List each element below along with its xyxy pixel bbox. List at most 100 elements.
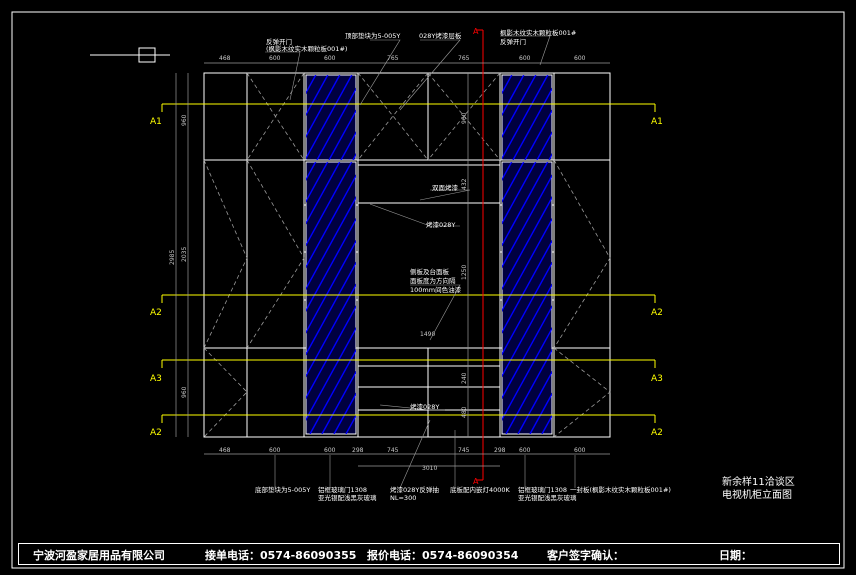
hatch-line bbox=[597, 75, 644, 160]
glass-panels bbox=[34, 74, 856, 435]
hatch-line bbox=[306, 305, 356, 400]
section-label-a1: A1 bbox=[150, 117, 162, 127]
leader bbox=[419, 189, 471, 201]
section-label-a3: A3 bbox=[150, 374, 162, 384]
cabinet-outline bbox=[203, 72, 611, 438]
date-field: 日期： bbox=[719, 549, 752, 562]
top-dim-label: 600 bbox=[324, 55, 336, 62]
section-label-a2-lower: A2 bbox=[150, 428, 162, 438]
bottom-dim-label: 600 bbox=[269, 447, 281, 454]
dim-label: 240 bbox=[461, 372, 468, 384]
section-cut-label-bottom: A bbox=[473, 477, 479, 486]
hatch-line bbox=[306, 162, 329, 203]
door-swing bbox=[203, 347, 248, 438]
bottom-dim-label: 745 bbox=[458, 447, 470, 454]
hatch-line bbox=[502, 305, 552, 400]
hatch-line bbox=[622, 162, 772, 434]
section-label-a3: A3 bbox=[651, 374, 663, 384]
hatch-line bbox=[614, 162, 764, 434]
note-glass-door-r1: 铝框玻璃门1308 bbox=[518, 485, 567, 494]
hatch-line bbox=[309, 348, 356, 434]
top-dim-label: 600 bbox=[519, 55, 531, 62]
hatch-line bbox=[413, 75, 460, 160]
hatch-line bbox=[352, 153, 356, 160]
hatch-line bbox=[429, 75, 476, 160]
drawing-title-line1: 新余样11洽谈区 bbox=[722, 477, 795, 488]
annotations: 反弹开门 (枫影木纹实木颗粒板001#) 顶部垫块为5-005Y 028Y烤漆层… bbox=[255, 28, 671, 502]
note-paint-handle-2: NL=300 bbox=[390, 494, 416, 502]
hatch-line bbox=[502, 283, 552, 378]
hatch-line bbox=[306, 75, 353, 160]
dim-label: 960 bbox=[461, 112, 468, 124]
hatch-line bbox=[686, 162, 836, 434]
hatch-line bbox=[710, 162, 856, 434]
hatch-line bbox=[746, 162, 856, 434]
note-door-right: 反弹开门 bbox=[500, 37, 526, 46]
hatch-line bbox=[638, 162, 788, 434]
door-swing bbox=[553, 347, 611, 438]
note-glass-door-r2: 亚光银配浅黑灰玻璃 bbox=[518, 493, 577, 502]
hatch-line bbox=[306, 327, 356, 421]
hatch-line bbox=[82, 162, 232, 434]
leader-lines bbox=[265, 35, 576, 489]
glass-panel bbox=[230, 161, 856, 435]
left-dimension-labels: 2985 2035 960 960 bbox=[169, 114, 188, 398]
hatch-line bbox=[230, 162, 380, 434]
note-edge-left: 顶部垫块为5-005Y bbox=[345, 31, 400, 40]
inner-dimension-labels: 960 432 1250 240 480 bbox=[461, 112, 468, 418]
hatch-line bbox=[306, 162, 353, 247]
hatch-line bbox=[782, 162, 856, 434]
hatch-line bbox=[502, 75, 537, 138]
section-symbol-box bbox=[138, 47, 156, 63]
leader bbox=[410, 284, 461, 341]
hatch-line bbox=[574, 162, 724, 434]
hatch-line bbox=[154, 162, 304, 434]
hatch-line bbox=[502, 75, 549, 160]
hatch-line bbox=[818, 162, 856, 434]
title-bar: 宁波河盈家居用品有限公司 接单电话：0574-86090355 报价电话：057… bbox=[18, 543, 840, 565]
note-line3: 100mm间色油漆 bbox=[410, 285, 462, 294]
hatch-line bbox=[566, 162, 716, 434]
section-labels: A1 A1 A2 A2 A3 A3 A2 A2 bbox=[150, 117, 663, 438]
glass-hatch bbox=[221, 75, 460, 160]
hatch-line bbox=[578, 162, 728, 434]
hatch-line bbox=[417, 75, 464, 160]
door-swing bbox=[246, 72, 305, 161]
leader bbox=[379, 404, 445, 411]
hatch-line bbox=[306, 283, 356, 378]
shelf-width-label: 1490 bbox=[420, 331, 435, 338]
hatch-line bbox=[34, 162, 184, 434]
note-paint-handle-1: 烤漆028Y反弹抽 bbox=[390, 485, 439, 494]
hatch-line bbox=[609, 75, 656, 160]
note-base-trim: 底部垫块为5-005Y bbox=[255, 485, 310, 494]
top-dim-label: 765 bbox=[458, 55, 470, 62]
leader bbox=[265, 51, 301, 101]
hatch-line bbox=[328, 109, 356, 160]
hatch-line bbox=[573, 75, 620, 160]
hatch-line bbox=[221, 75, 268, 160]
hatch-line bbox=[245, 75, 292, 160]
glass-panel bbox=[221, 74, 460, 161]
hatch-line bbox=[306, 75, 341, 138]
hatch-line bbox=[585, 75, 632, 160]
hatch-line bbox=[306, 218, 356, 312]
glass-hatch bbox=[34, 162, 772, 434]
bottom-dim-label: 468 bbox=[219, 447, 231, 454]
hatch-line bbox=[806, 162, 856, 434]
bottom-dim-label: 298 bbox=[352, 447, 364, 454]
bottom-dim-label: 298 bbox=[494, 447, 506, 454]
hatch-line bbox=[502, 174, 552, 269]
bottom-dim-label: 745 bbox=[387, 447, 399, 454]
hatch-line bbox=[94, 162, 244, 434]
hatch-line bbox=[306, 196, 356, 290]
hatch-line bbox=[306, 174, 356, 269]
dim-label: 480 bbox=[461, 406, 468, 418]
glass-hatch bbox=[417, 75, 656, 160]
sheet-border bbox=[11, 11, 845, 569]
hatch-line bbox=[524, 109, 552, 160]
note-side-panel: 一封板(枫影木纹实木颗粒板001#) bbox=[570, 485, 671, 494]
hatch-line bbox=[610, 162, 760, 434]
section-label-a2: A2 bbox=[150, 308, 162, 318]
top-dim-label: 765 bbox=[387, 55, 399, 62]
